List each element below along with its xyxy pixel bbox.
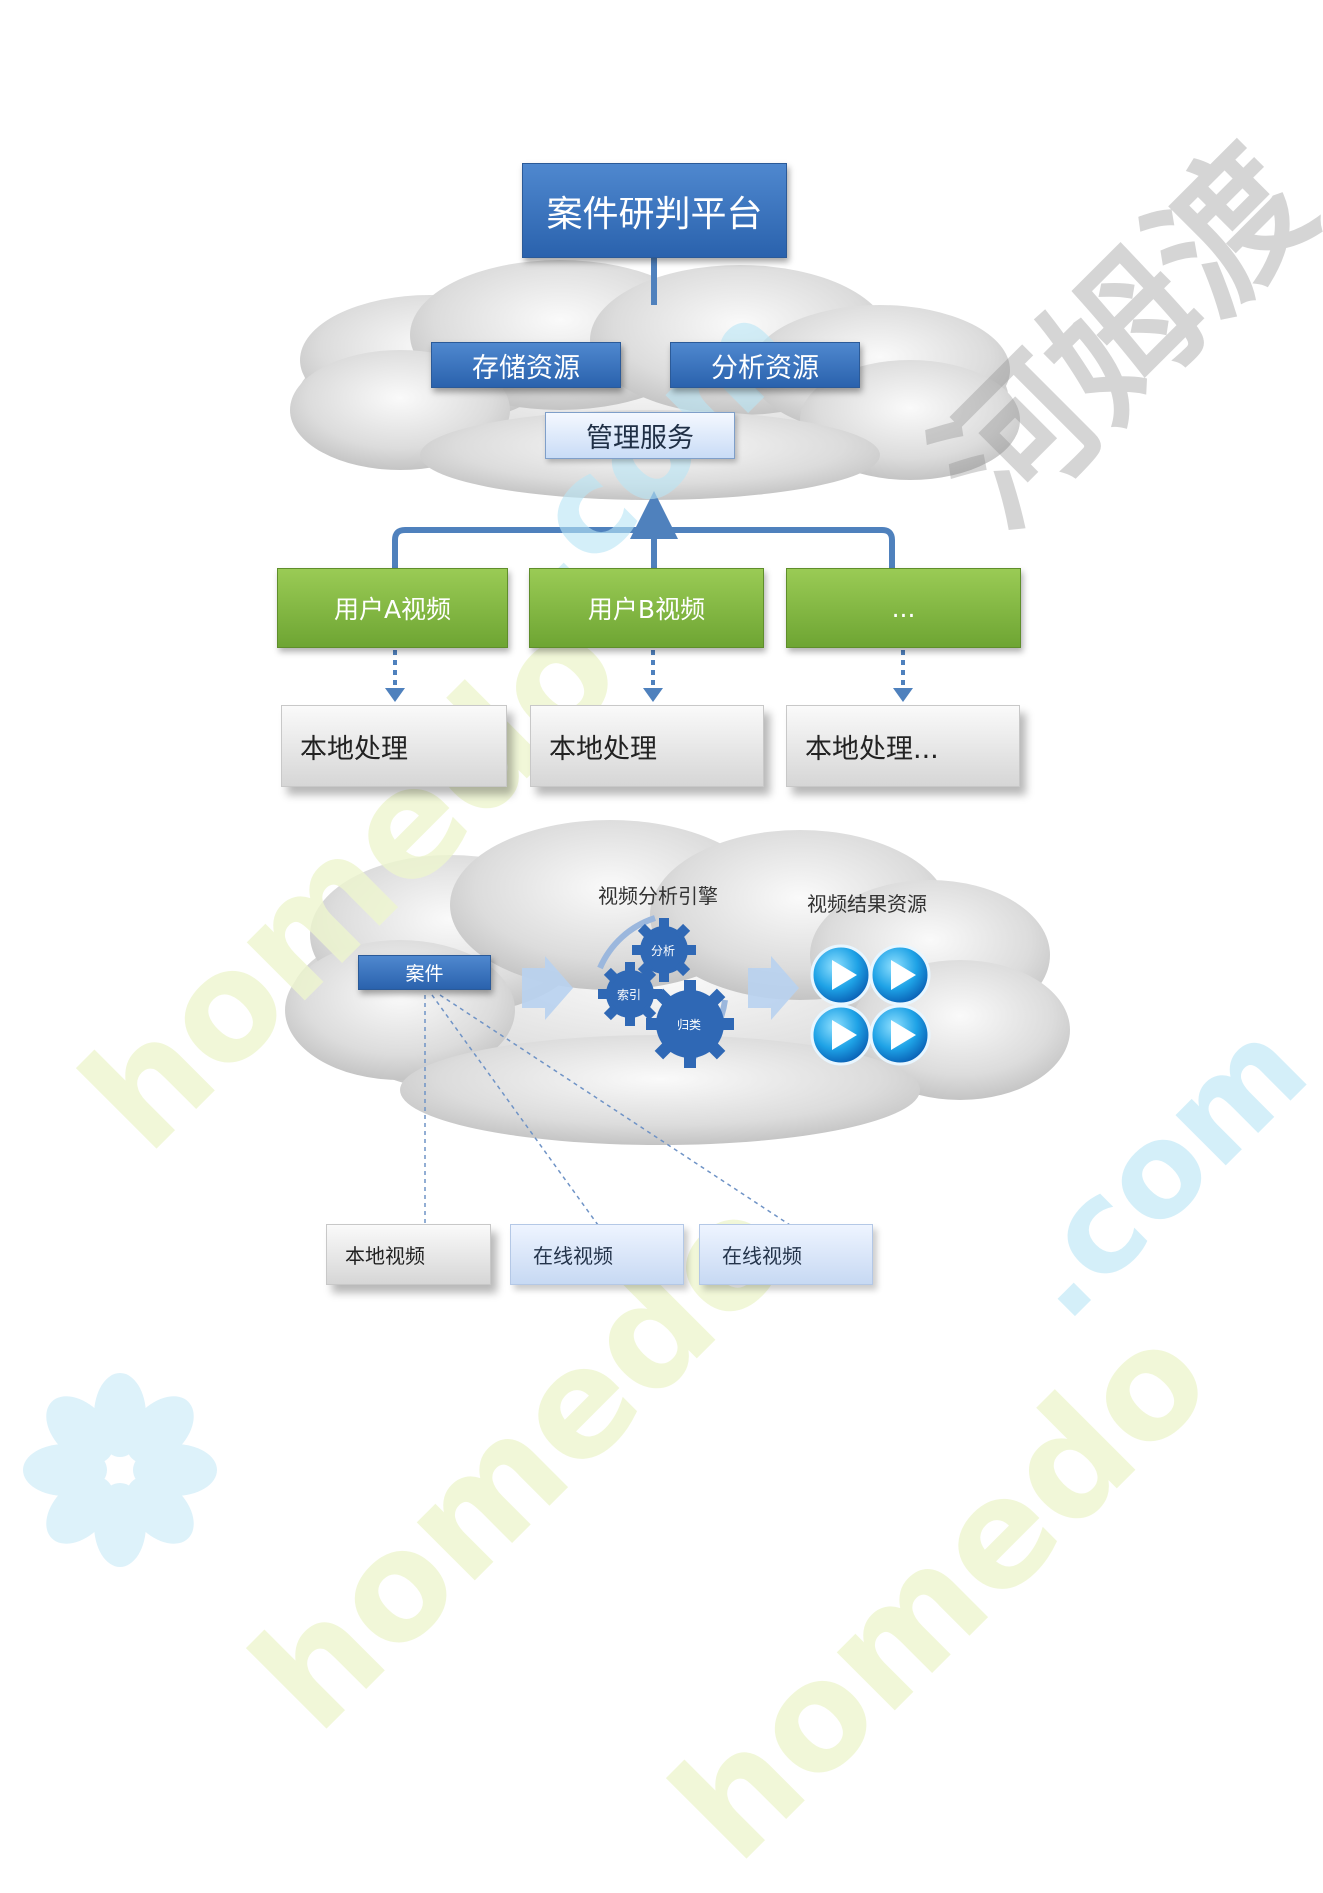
watermark-flower-icon (23, 1373, 217, 1567)
local-processing-label: 本地处理 (300, 733, 408, 765)
analysis-resource-box[interactable]: 分析资源 (670, 342, 860, 388)
gear-index-icon (598, 962, 662, 1026)
local-processing-box-a[interactable]: 本地处理 (281, 705, 507, 787)
local-processing-arrows (393, 650, 905, 690)
flow-arrow-1 (522, 956, 573, 1020)
platform-box[interactable]: 案件研判平台 (522, 163, 787, 258)
play-icon (810, 944, 872, 1006)
local-processing-arrowheads (385, 688, 913, 702)
local-processing-label: 本地处理... (805, 733, 939, 765)
result-play-buttons (810, 944, 931, 1066)
play-icon (810, 1004, 872, 1066)
local-processing-box-more[interactable]: 本地处理... (786, 705, 1020, 787)
user-a-video-box[interactable]: 用户A视频 (277, 568, 508, 648)
local-processing-label: 本地处理 (549, 733, 657, 765)
result-title: 视频结果资源 (807, 892, 927, 916)
online-video-label: 在线视频 (722, 1244, 802, 1268)
play-icon (869, 1004, 931, 1066)
engine-title: 视频分析引擎 (598, 884, 718, 908)
gear-index-label: 索引 (617, 988, 642, 1002)
gear-cluster (597, 915, 734, 1068)
online-video-label: 在线视频 (533, 1244, 613, 1268)
storage-resource-box[interactable]: 存储资源 (431, 342, 621, 388)
local-video-source-box[interactable]: 本地视频 (326, 1224, 491, 1285)
user-b-video-box[interactable]: 用户B视频 (529, 568, 764, 648)
gear-analysis-icon (632, 918, 696, 982)
management-service-box[interactable]: 管理服务 (545, 412, 735, 459)
user-more-video-box[interactable]: ... (786, 568, 1021, 648)
gear-classify-icon (646, 980, 734, 1068)
case-source-lines (424, 994, 791, 1226)
case-box[interactable]: 案件 (358, 955, 491, 990)
gear-classify-label: 归类 (677, 1018, 702, 1032)
user-branch-connector (392, 491, 895, 570)
local-video-label: 本地视频 (345, 1244, 425, 1268)
gear-analysis-label: 分析 (651, 944, 676, 958)
flow-arrow-2 (748, 956, 799, 1020)
online-video-source-box-1[interactable]: 在线视频 (510, 1224, 684, 1285)
online-video-source-box-2[interactable]: 在线视频 (699, 1224, 873, 1285)
local-processing-box-b[interactable]: 本地处理 (530, 705, 764, 787)
play-icon (869, 944, 931, 1006)
